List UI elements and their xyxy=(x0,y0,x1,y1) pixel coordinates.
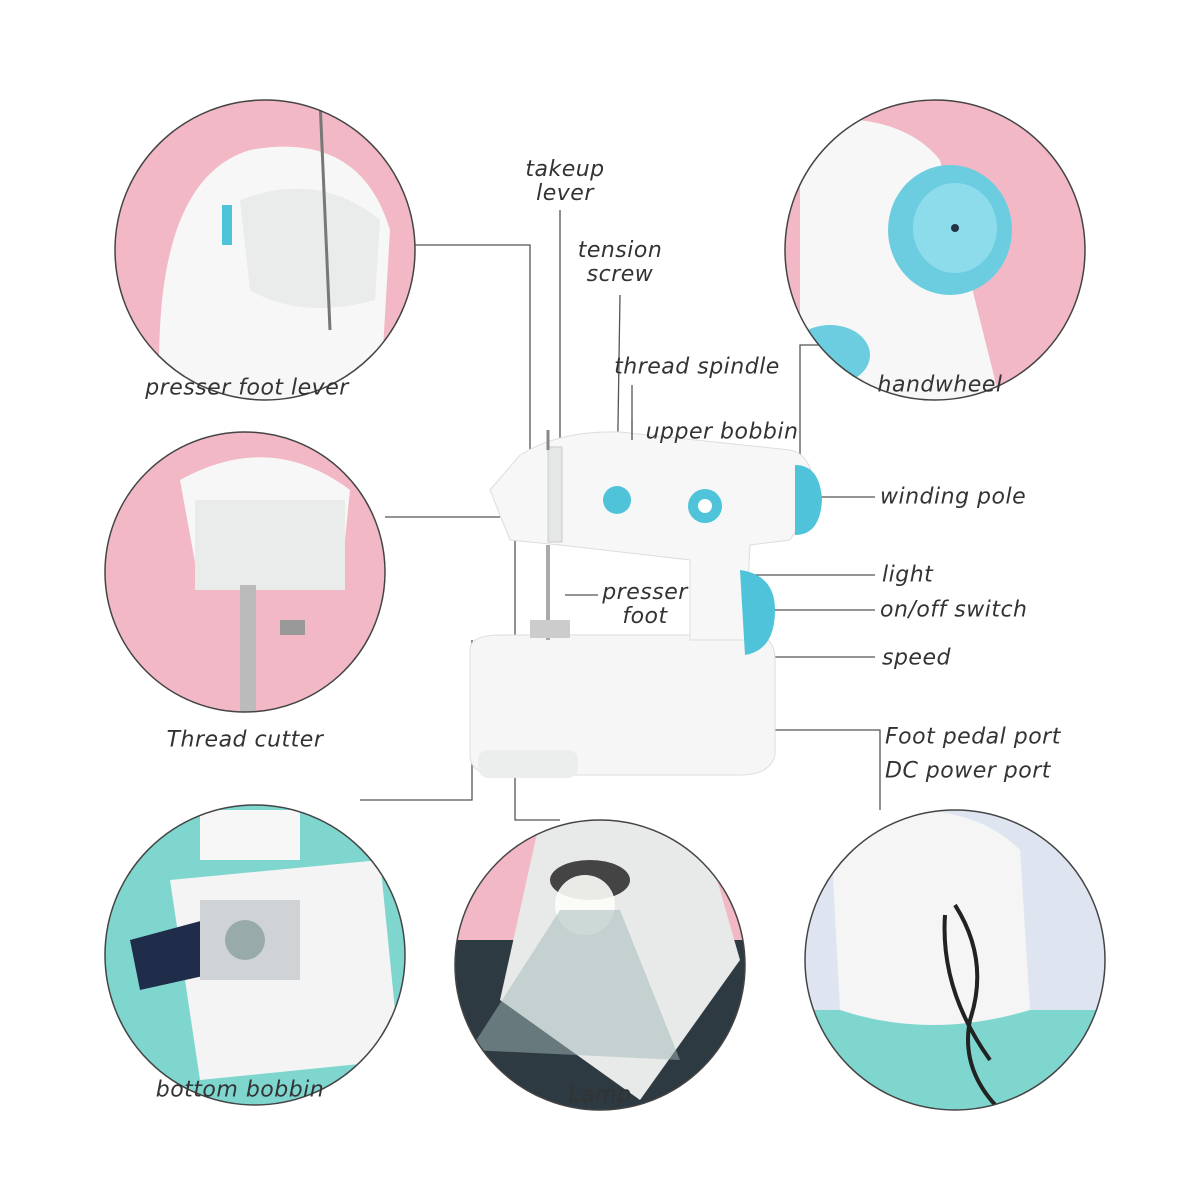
label-presser-foot-lever: presser foot lever xyxy=(145,375,349,401)
label-upper-bobbin: upper bobbin xyxy=(645,419,799,445)
label-foot-pedal-port: Foot pedal port xyxy=(885,724,1061,750)
label-on-off-switch: on/off switch xyxy=(880,597,1028,623)
label-dc-power-port: DC power port xyxy=(885,758,1051,784)
label-thread-cutter: Thread cutter xyxy=(166,727,324,753)
label-bottom-bobbin: bottom bobbin xyxy=(155,1077,325,1103)
thread-cutter-closeup xyxy=(105,432,385,712)
label-speed: speed xyxy=(882,645,951,671)
bottom-bobbin-closeup xyxy=(105,805,405,1105)
label-winding-pole: winding pole xyxy=(880,484,1027,510)
label-handwheel: handwheel xyxy=(877,372,1003,398)
presser-foot-lever-closeup xyxy=(115,100,415,400)
label-light: light xyxy=(882,562,934,588)
sewing-machine-illustration xyxy=(469,420,822,778)
lamp-closeup xyxy=(455,820,745,1110)
label-thread-spindle: thread spindle xyxy=(614,354,780,380)
handwheel-closeup xyxy=(785,100,1085,400)
ports-closeup xyxy=(805,810,1105,1110)
label-lamp: Lamp xyxy=(568,1082,632,1108)
